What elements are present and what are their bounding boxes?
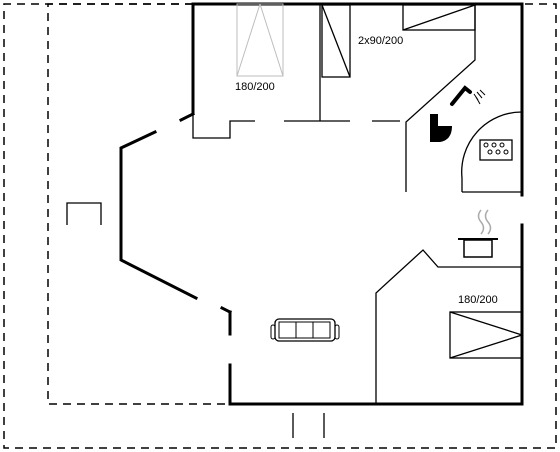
cooking-pot-icon	[458, 209, 498, 258]
bed-size-label: 180/200	[458, 294, 498, 306]
shower-icon	[450, 85, 486, 106]
terrace-fixture	[66, 202, 102, 225]
double-bed-top-left	[236, 3, 284, 77]
twin-beds-top-right	[321, 4, 476, 78]
interior-walls	[192, 4, 523, 438]
bed-size-label: 2x90/200	[358, 35, 403, 47]
terrace-outline	[3, 3, 557, 449]
bathtub-icon	[479, 139, 513, 161]
bed-size-label: 180/200	[235, 81, 275, 93]
sofa-icon	[270, 318, 340, 342]
double-bed-bottom-right	[449, 311, 523, 359]
toilet-icon	[430, 114, 452, 142]
